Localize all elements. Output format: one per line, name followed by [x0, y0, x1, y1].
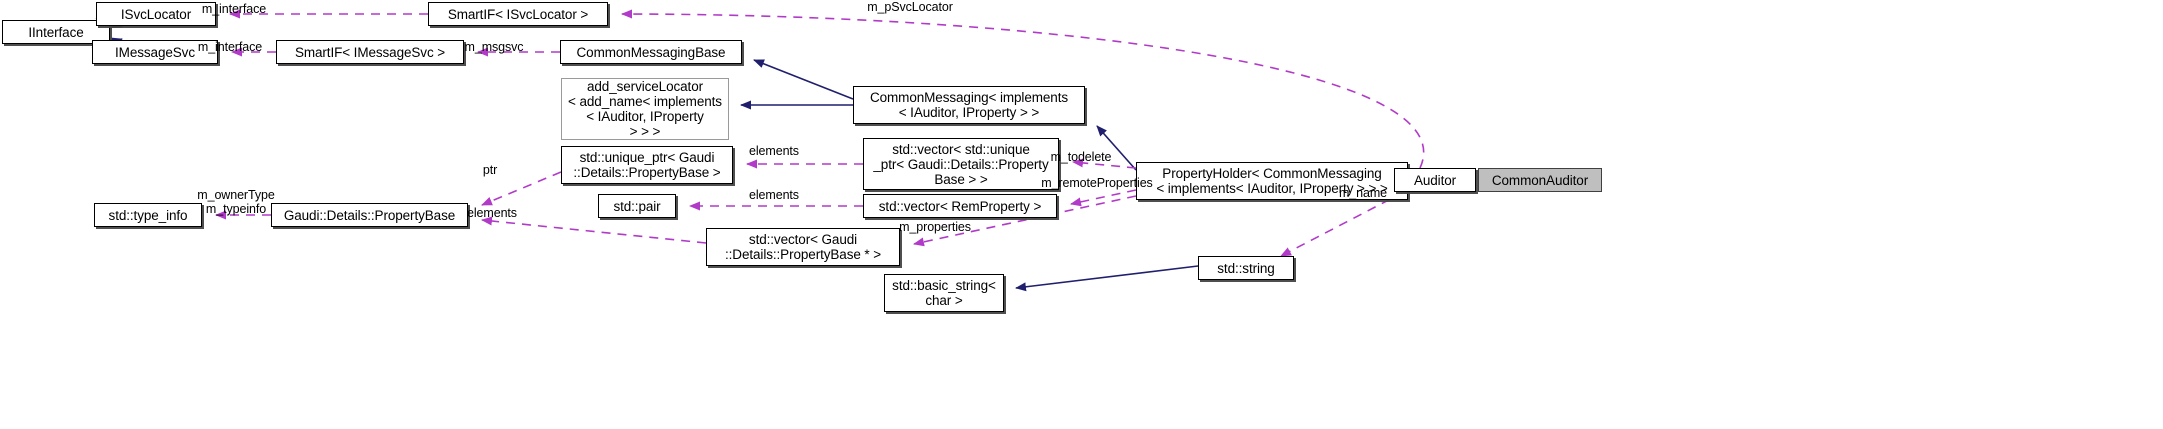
edge-commonmessaging-to-commonmessagingbase: [753, 59, 854, 100]
node-std-string[interactable]: std::string: [1198, 256, 1294, 280]
node-smartif-isvclocator[interactable]: SmartIF< ISvcLocator >: [428, 2, 608, 26]
node-vector-propertybase-ptr[interactable]: std::vector< Gaudi ::Details::PropertyBa…: [706, 228, 900, 266]
node-gaudi-propertybase[interactable]: Gaudi::Details::PropertyBase: [271, 203, 468, 227]
edge-label-m_psvclocator: m_pSvcLocator: [867, 0, 953, 14]
edge-label-elements_3: elements: [467, 206, 517, 220]
edge-label-m_msgsvc: m_msgsvc: [464, 40, 524, 54]
node-vector-remproperty[interactable]: std::vector< RemProperty >: [863, 194, 1057, 218]
edge-label-m_ownertype: m_ownerType m_typeinfo: [197, 188, 275, 216]
edge-stdstring-to-basicstring: [1015, 265, 1199, 292]
node-commonmessagingbase[interactable]: CommonMessagingBase: [560, 40, 742, 64]
edge-label-elements_2: elements: [749, 188, 799, 202]
node-std-pair[interactable]: std::pair: [598, 194, 676, 218]
edge-label-m_interface_bottom: m_interface: [197, 40, 263, 54]
edge-label-m_interface_top: m_interface: [201, 2, 267, 16]
edge-propertyholder-to-vector-remproperty: [1070, 189, 1137, 207]
node-smartif-imessagesvc[interactable]: SmartIF< IMessageSvc >: [276, 40, 464, 64]
edge-label-m_properties: m_properties: [899, 220, 971, 234]
node-add-servicelocator[interactable]: add_serviceLocator < add_name< implement…: [561, 78, 729, 140]
edge-vector-propertybaseptr-to-gaudi-propertybase: [481, 216, 707, 244]
node-commonmessaging[interactable]: CommonMessaging< implements < IAuditor, …: [853, 86, 1085, 124]
edge-label-elements_1: elements: [749, 144, 799, 158]
node-commonauditor[interactable]: CommonAuditor: [1478, 168, 1602, 192]
edge-label-ptr: ptr: [482, 163, 498, 177]
edge-auditor-to-stdstring: [1280, 191, 1405, 257]
edge-label-m_todelete: m_todelete: [1050, 150, 1112, 164]
edge-label-m_remoteproperties: m_remoteProperties: [1041, 176, 1153, 190]
edge-label-m_name: m_name: [1338, 186, 1388, 200]
node-basic-string-char[interactable]: std::basic_string< char >: [884, 274, 1004, 312]
node-auditor[interactable]: Auditor: [1394, 168, 1476, 192]
node-std-type-info[interactable]: std::type_info: [94, 203, 202, 227]
node-unique-ptr-propertybase[interactable]: std::unique_ptr< Gaudi ::Details::Proper…: [561, 146, 733, 184]
